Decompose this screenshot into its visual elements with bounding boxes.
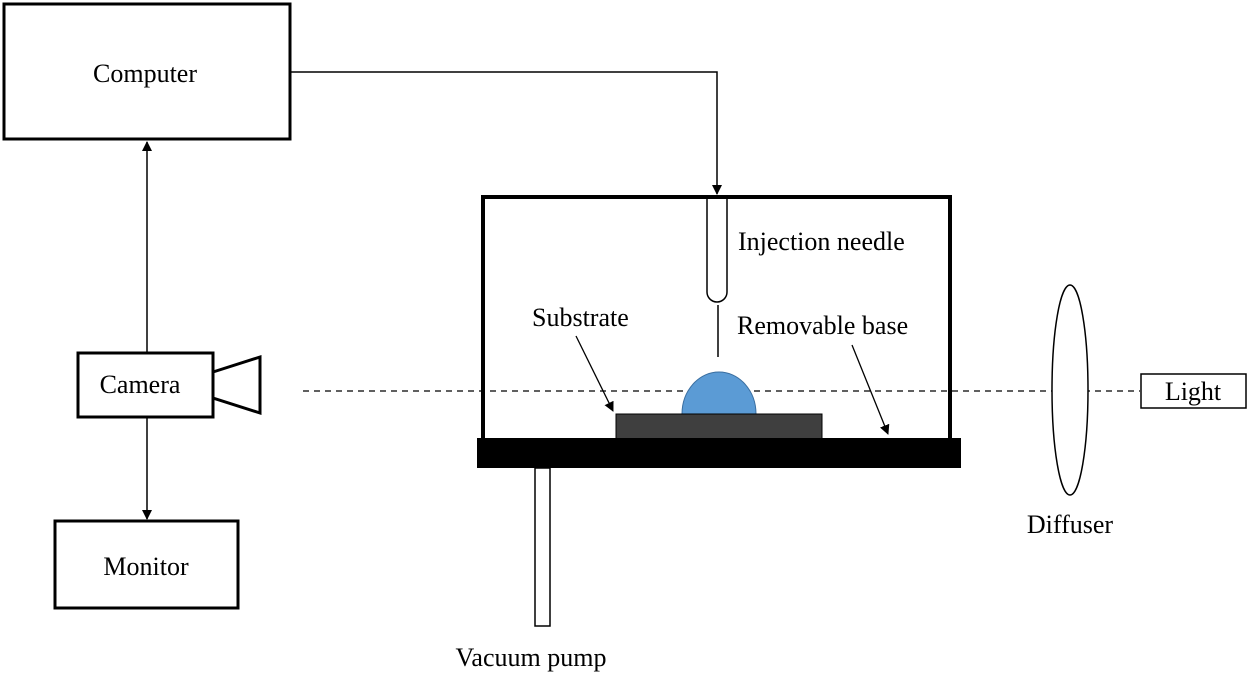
substrate: [615, 413, 823, 440]
vacuum-tube: [534, 467, 551, 627]
computer-to-needle-line: [290, 71, 722, 195]
chamber: [481, 195, 952, 438]
removable-base: [477, 438, 961, 468]
vacuum-pump-label: Vacuum pump: [456, 643, 607, 672]
droplet: [681, 371, 757, 415]
light-label: Light: [1165, 377, 1222, 406]
diffuser-label: Diffuser: [1027, 510, 1114, 539]
substrate-pointer: [575, 335, 614, 412]
removable-base-pointer: [851, 344, 890, 435]
injection-needle: [706, 199, 728, 357]
monitor-label: Monitor: [103, 552, 189, 581]
injection-needle-label: Injection needle: [738, 227, 905, 256]
computer-box: Computer: [2, 2, 292, 141]
camera-label: Camera: [100, 370, 181, 399]
removable-base-label: Removable base: [737, 311, 908, 340]
monitor-box: Monitor: [53, 519, 240, 610]
substrate-label: Substrate: [532, 303, 629, 332]
computer-label: Computer: [93, 59, 197, 88]
camera: Camera: [76, 351, 262, 419]
camera-lens-icon: [211, 354, 262, 416]
light-source: Light: [1140, 373, 1247, 409]
diffuser-lens: [1051, 284, 1089, 496]
